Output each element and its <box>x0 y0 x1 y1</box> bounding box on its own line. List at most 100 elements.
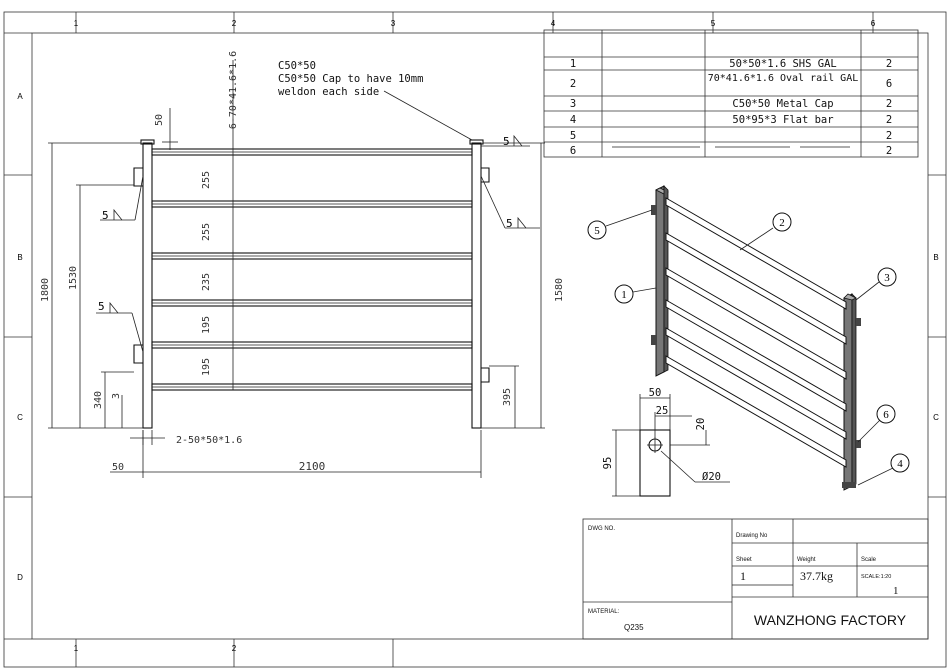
right-bracket-upper <box>481 167 490 183</box>
left-cap <box>140 139 155 145</box>
bom-desc: 50*95*3 Flat bar <box>732 114 833 126</box>
dimension-labels: 50 6-70*41.6*1.6 1800 1530 1580 255 255 … <box>40 51 565 473</box>
dim-left-offset: 50 <box>112 462 124 473</box>
dim-bottom-left: 340 <box>93 391 104 409</box>
iso-tab <box>651 205 656 215</box>
dim-gap: 195 <box>201 316 212 334</box>
row-label: B <box>17 253 22 262</box>
svg-text:4: 4 <box>897 458 903 470</box>
svg-text:3: 3 <box>884 272 890 284</box>
detail-top-offset: 20 <box>695 418 707 431</box>
right-post <box>471 142 482 429</box>
weld-symbol: 5 <box>480 175 540 230</box>
col-label: 1 <box>74 644 79 653</box>
left-post <box>142 142 153 429</box>
bom-rows: 1 50*50*1.6 SHS GAL 2 2 70*41.6*1.6 Oval… <box>570 58 892 157</box>
col-label: 3 <box>391 19 396 28</box>
weld-symbol: 5 <box>100 175 144 222</box>
balloon-4: 4 <box>857 453 910 486</box>
dim-top-post: 50 <box>154 114 165 126</box>
bom-qty: 2 <box>886 114 892 126</box>
rails <box>151 148 473 391</box>
iso-rail <box>665 197 847 310</box>
dwg-no-label: DWG NO. <box>588 526 615 532</box>
left-bracket-lower <box>133 344 143 364</box>
dim-right-height: 1580 <box>554 278 565 302</box>
front-view <box>133 139 490 429</box>
bom-qty: 6 <box>886 78 892 90</box>
balloon-2: 2 <box>739 212 792 251</box>
bom-no: 4 <box>570 114 576 126</box>
iso-tab <box>856 318 861 326</box>
left-bracket-upper <box>133 167 143 187</box>
iso-rail <box>665 267 847 380</box>
isometric-view <box>651 185 861 491</box>
svg-text:6: 6 <box>883 409 889 421</box>
col-label: 1 <box>74 19 79 28</box>
svg-text:5: 5 <box>594 225 600 237</box>
bom-desc: C50*50 Metal Cap <box>732 98 833 110</box>
iso-rail <box>665 299 847 412</box>
row-label: D <box>17 573 23 582</box>
detail-width: 50 <box>649 387 662 399</box>
detail-height: 95 <box>602 457 614 470</box>
bom-table <box>543 29 919 158</box>
dim-overall-height: 1800 <box>40 278 51 302</box>
bom-qty: 2 <box>886 145 892 157</box>
row-label: C <box>933 413 939 422</box>
col-label: 2 <box>232 644 237 653</box>
material-value: Q235 <box>624 623 644 632</box>
detail-dims: 50 25 95 20 Ø20 <box>602 387 721 483</box>
dim-gap: 255 <box>201 171 212 189</box>
scale-label: Scale <box>861 557 877 563</box>
iso-rails <box>665 197 847 468</box>
svg-text:1: 1 <box>621 289 627 301</box>
sheet-value: 1 <box>740 569 746 583</box>
col-label: 5 <box>711 19 716 28</box>
row-label: C <box>17 413 23 422</box>
iso-rail <box>665 355 847 468</box>
bom-desc: 70*41.6*1.6 Oval rail GAL <box>708 73 859 84</box>
balloon-6: 6 <box>857 404 896 443</box>
svg-text:5: 5 <box>102 209 109 222</box>
detail-hole-dia: Ø20 <box>702 471 721 483</box>
right-cap <box>469 139 484 145</box>
drawing-no-label: Drawing No <box>736 533 768 539</box>
bom-qty: 2 <box>886 58 892 70</box>
svg-text:5: 5 <box>98 300 105 313</box>
sheet-label: Sheet <box>736 557 752 563</box>
bom-no: 6 <box>570 145 576 157</box>
bom-no: 3 <box>570 98 576 110</box>
dimensions <box>48 60 545 478</box>
material-label: MATERIAL: <box>588 609 620 615</box>
weight-label: Weight <box>797 557 816 563</box>
cap-note: C50*50 C50*50 Cap to have 10mm weldon ea… <box>278 60 423 98</box>
dim-bottom-small: 3 <box>111 393 122 399</box>
company-name: WANZHONG FACTORY <box>754 612 907 628</box>
note-line: C50*50 Cap to have 10mm <box>278 73 423 85</box>
svg-text:5: 5 <box>503 135 510 148</box>
balloons: 5 2 3 1 6 4 <box>587 209 910 486</box>
balloon-1: 1 <box>614 284 657 304</box>
title-block-text: DWG NO. Drawing No Sheet Weight Scale 1 … <box>588 526 907 632</box>
row-label: B <box>933 253 938 262</box>
iso-left-post <box>655 185 665 377</box>
bom-qty: 2 <box>886 98 892 110</box>
dim-post-height: 1530 <box>68 266 79 290</box>
balloon-5: 5 <box>587 209 653 240</box>
dim-overall-width: 2100 <box>299 460 326 473</box>
col-label: 4 <box>551 19 556 28</box>
col-label: 6 <box>871 19 876 28</box>
weld-symbol: 5 <box>96 300 144 353</box>
svg-text:5: 5 <box>506 217 513 230</box>
balloon-3: 3 <box>855 267 897 301</box>
right-bracket-lower <box>481 367 490 383</box>
drawing-frame <box>3 11 947 668</box>
weight-value: 37.7kg <box>800 569 833 583</box>
bom-no: 1 <box>570 58 576 70</box>
page-value: 1 <box>893 585 899 597</box>
bom-no: 5 <box>570 130 576 142</box>
scale-value: SCALE:1:20 <box>861 574 891 580</box>
cap-leader <box>383 90 473 141</box>
